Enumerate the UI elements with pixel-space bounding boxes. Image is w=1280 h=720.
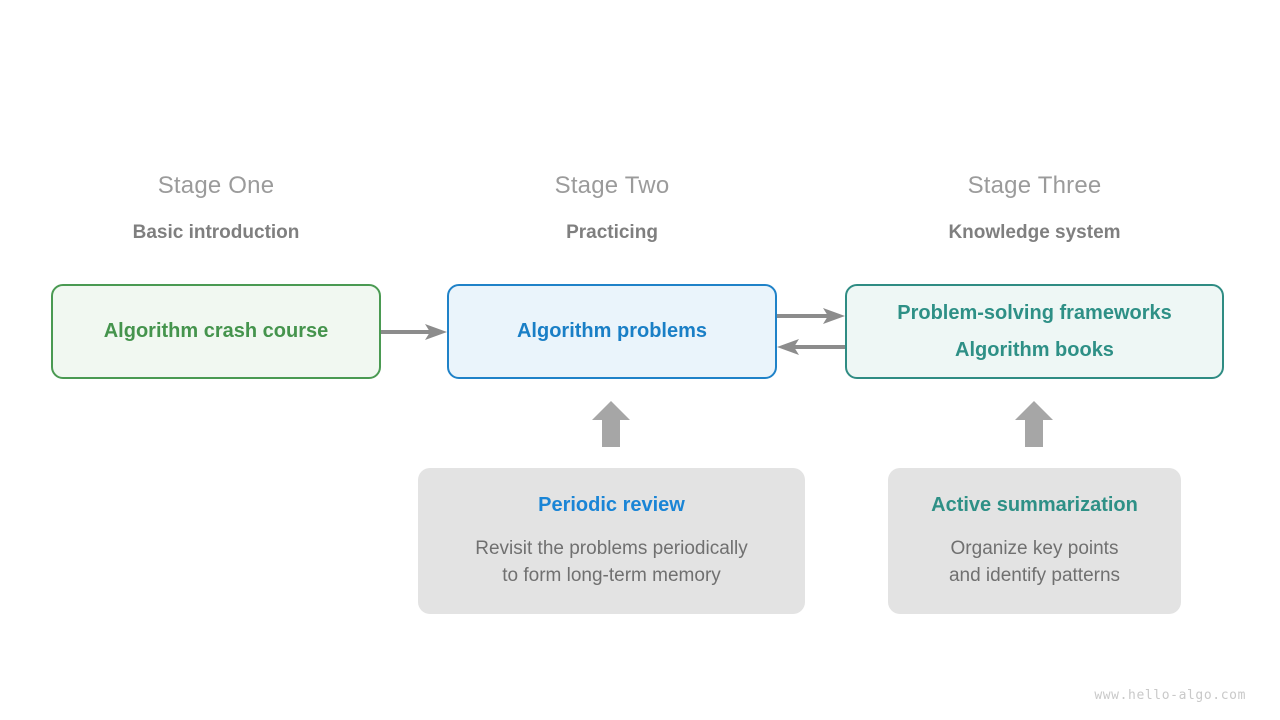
- stage-header-one: Stage One Basic introduction: [51, 172, 381, 245]
- note-body: Organize key points and identify pattern…: [948, 538, 1121, 586]
- box-frameworks-and-books[interactable]: Problem-solving frameworks Algorithm boo…: [845, 284, 1224, 379]
- stage-subtitle: Practicing: [566, 222, 658, 243]
- stage-header-two: Stage Two Practicing: [447, 172, 777, 245]
- arrow-frameworks-to-problems: [777, 339, 845, 355]
- arrow-active-summarization-up: [1015, 401, 1053, 447]
- box-label-line-2: Algorithm books: [955, 338, 1114, 361]
- note-title: Active summarization: [931, 494, 1138, 516]
- stage-title: Stage Three: [967, 172, 1102, 199]
- box-label-line-1: Algorithm crash course: [103, 320, 329, 342]
- note-active-summarization[interactable]: Active summarization Organize key points…: [888, 468, 1181, 614]
- box-algorithm-problems[interactable]: Algorithm problems: [447, 284, 777, 379]
- stage-title: Stage Two: [554, 172, 670, 199]
- note-body: Revisit the problems periodically to for…: [475, 538, 748, 586]
- note-title: Periodic review: [538, 494, 685, 516]
- box-label-line-1: Algorithm problems: [516, 320, 707, 342]
- arrow-problems-to-frameworks: [777, 308, 845, 324]
- arrow-periodic-review-up: [592, 401, 630, 447]
- box-algorithm-crash-course[interactable]: Algorithm crash course: [51, 284, 381, 379]
- arrow-crash-course-to-problems: [381, 324, 447, 340]
- stage-subtitle: Basic introduction: [132, 222, 300, 243]
- note-periodic-review[interactable]: Periodic review Revisit the problems per…: [418, 468, 805, 614]
- watermark-url: www.hello-algo.com: [1094, 688, 1246, 703]
- stage-title: Stage One: [157, 172, 275, 199]
- stage-header-three: Stage Three Knowledge system: [845, 172, 1224, 245]
- stage-subtitle: Knowledge system: [948, 222, 1121, 243]
- box-label-line-1: Problem-solving frameworks: [897, 301, 1172, 324]
